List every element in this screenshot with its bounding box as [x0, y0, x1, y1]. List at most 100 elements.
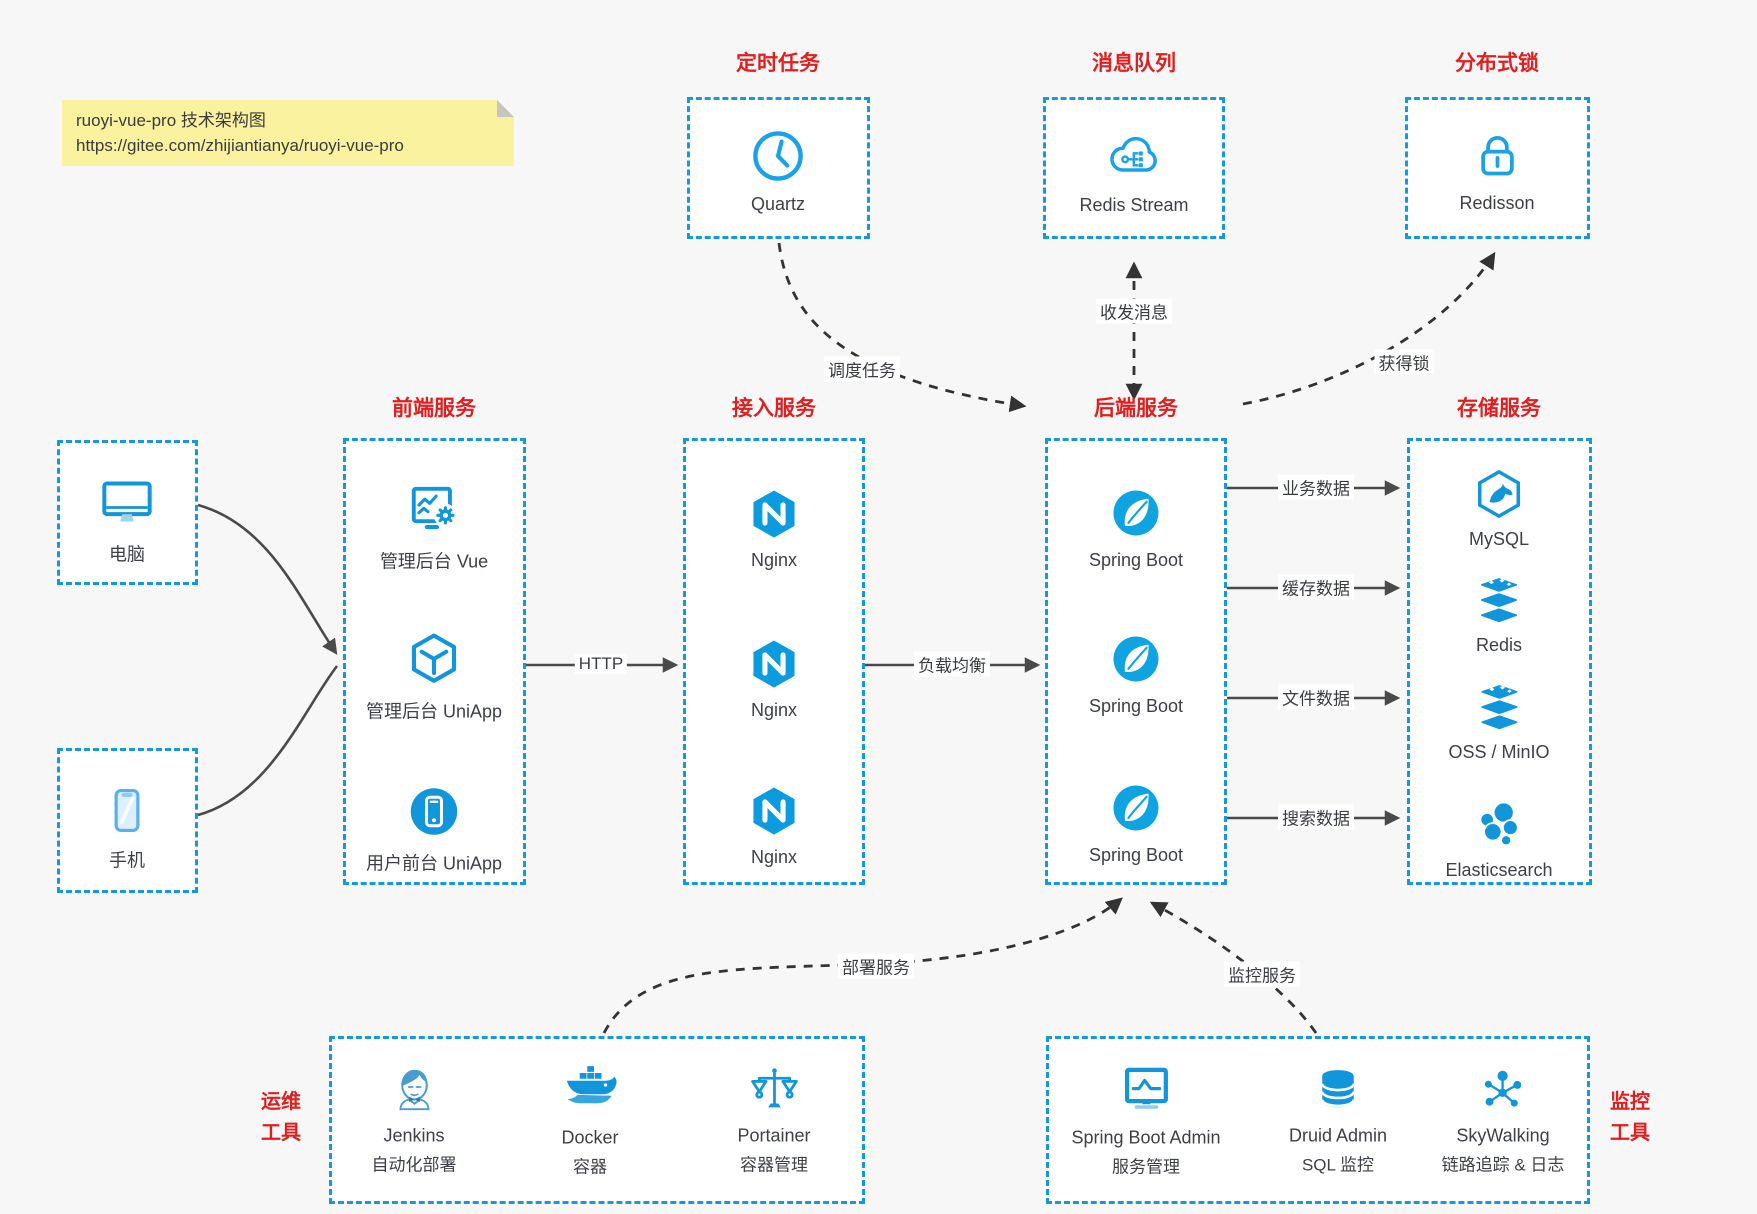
node-admin-vue: 管理后台 Vue [380, 479, 488, 574]
node-redisson: Redisson [1459, 126, 1535, 214]
node-redis: Redis [1471, 572, 1527, 656]
group-title-distributed-lock: 分布式锁 [1455, 52, 1539, 75]
edge-label-load-balance: 负载均衡 [914, 651, 990, 677]
node-jenkins: Jenkins 自动化部署 [372, 1063, 457, 1176]
node-quartz: Quartz [747, 125, 809, 215]
node-label: 电脑 [109, 544, 145, 565]
group-title-frontend: 前端服务 [392, 397, 476, 420]
edge-label-monitor-service: 监控服务 [1224, 961, 1300, 987]
group-title-monitor-tools: 监控 工具 [1610, 1087, 1650, 1149]
node-label: Jenkins [383, 1125, 445, 1146]
spring-boot-icon [1113, 785, 1159, 831]
node-label: Elasticsearch [1445, 860, 1553, 880]
edge-label-http: HTTP [574, 654, 628, 674]
node-label: SkyWalking [1456, 1125, 1550, 1146]
node-label: Redis [1475, 635, 1523, 655]
node-label: Nginx [750, 550, 798, 570]
uniapp-cube-icon [411, 633, 457, 683]
node-label: OSS / MinIO [1448, 742, 1550, 762]
lock-icon [1480, 136, 1514, 176]
node-label: Spring Boot [1088, 696, 1184, 716]
node-label: 管理后台 UniApp [365, 701, 503, 722]
edge-schedule-task [777, 242, 1027, 413]
node-label: 手机 [109, 850, 145, 871]
node-user-uniapp: 用户前台 UniApp [366, 781, 502, 876]
spring-boot-icon [1113, 636, 1159, 682]
node-spring-boot-1: Spring Boot [1089, 483, 1183, 571]
node-sublabel: SQL 监控 [1301, 1155, 1375, 1175]
trace-network-icon [1485, 1070, 1522, 1107]
note-title: ruoyi-vue-pro 技术架构图 [76, 111, 266, 130]
node-elasticsearch: Elasticsearch [1445, 795, 1553, 881]
object-storage-stack-icon [1479, 683, 1519, 731]
group-title-message-queue: 消息队列 [1092, 52, 1176, 75]
edge-label-business-data: 业务数据 [1278, 474, 1354, 500]
node-phone: 手机 [98, 782, 156, 873]
monitor-tools-box [1046, 1036, 1590, 1204]
node-portainer: Portainer 容器管理 [737, 1063, 811, 1176]
node-label: Quartz [750, 194, 806, 214]
node-admin-uniapp: 管理后台 UniApp [366, 629, 502, 724]
node-druid-admin: Druid Admin SQL 监控 [1289, 1063, 1387, 1176]
node-label: Nginx [750, 847, 798, 867]
group-title-backend: 后端服务 [1094, 397, 1178, 420]
spring-boot-icon [1113, 490, 1159, 536]
node-label: Nginx [750, 700, 798, 720]
node-spring-boot-2: Spring Boot [1089, 629, 1183, 717]
node-label: Portainer [737, 1125, 811, 1146]
jenkins-icon [399, 1069, 429, 1111]
sticky-note: ruoyi-vue-pro 技术架构图 https://gitee.com/zh… [62, 100, 514, 166]
group-title-storage: 存储服务 [1457, 397, 1541, 420]
edge-label-send-receive-message: 收发消息 [1096, 298, 1172, 324]
node-label: Druid Admin [1288, 1125, 1388, 1146]
mysql-icon [1477, 469, 1520, 519]
mobile-app-circle-icon [410, 788, 458, 835]
ops-tools-box [329, 1036, 865, 1204]
clock-icon [753, 131, 803, 181]
edge-acquire-lock [1242, 251, 1496, 406]
node-label: Spring Boot [1088, 550, 1184, 570]
node-mysql: MySQL [1469, 466, 1529, 550]
admin-monitor-icon [1124, 1067, 1168, 1109]
computer-icon [102, 481, 152, 522]
edge-label-schedule-task: 调度任务 [824, 356, 900, 382]
group-title-scheduled-task: 定时任务 [736, 52, 820, 75]
node-label: Spring Boot [1088, 845, 1184, 865]
edge-phone-to-frontend [197, 665, 339, 817]
message-queue-box [1043, 97, 1225, 239]
monitor-title-line1: 监控 [1610, 1091, 1650, 1113]
docker-icon [566, 1066, 617, 1104]
node-sublabel: 链路追踪 & 日志 [1441, 1155, 1565, 1175]
scheduler-box [687, 97, 870, 239]
monitor-title-line2: 工具 [1610, 1122, 1650, 1144]
group-title-gateway: 接入服务 [732, 397, 816, 420]
nginx-icon [753, 787, 795, 835]
node-nginx-1: Nginx [745, 485, 803, 571]
ops-title-line1: 运维 [261, 1091, 301, 1113]
elasticsearch-icon [1478, 801, 1519, 847]
node-sublabel: 容器 [573, 1157, 607, 1177]
node-sublabel: 服务管理 [1112, 1157, 1180, 1177]
distributed-lock-box [1405, 97, 1590, 239]
edge-label-cache-data: 缓存数据 [1278, 574, 1354, 600]
node-nginx-3: Nginx [745, 782, 803, 868]
node-label: 用户前台 UniApp [365, 853, 503, 874]
edge-label-file-data: 文件数据 [1278, 684, 1354, 710]
phone-icon [114, 788, 140, 833]
node-skywalking: SkyWalking 链路追踪 & 日志 [1441, 1063, 1565, 1176]
cloud-stream-icon [1109, 136, 1157, 172]
node-label: MySQL [1468, 529, 1530, 549]
node-sublabel: 自动化部署 [371, 1155, 457, 1175]
node-label: 管理后台 Vue [379, 551, 489, 572]
node-label: Spring Boot Admin [1071, 1127, 1221, 1148]
redis-stack-icon [1479, 576, 1519, 624]
scales-icon [750, 1068, 798, 1108]
nginx-icon [753, 640, 795, 688]
nginx-icon [753, 490, 795, 538]
node-spring-boot-admin: Spring Boot Admin 服务管理 [1071, 1061, 1221, 1178]
admin-console-icon [412, 486, 458, 530]
edge-label-deploy-service: 部署服务 [838, 953, 914, 979]
edge-label-acquire-lock: 获得锁 [1374, 349, 1434, 375]
edge-computer-to-frontend [197, 503, 338, 655]
